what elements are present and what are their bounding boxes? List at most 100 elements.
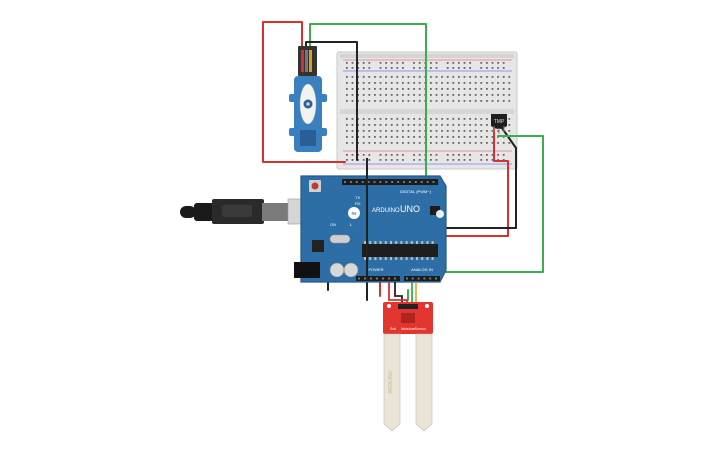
breadboard-hole[interactable] <box>435 88 438 90</box>
power-pin-hole[interactable] <box>358 277 360 280</box>
breadboard-hole[interactable] <box>374 82 376 84</box>
chip-pin[interactable] <box>405 257 408 260</box>
rail-hole[interactable] <box>486 159 488 161</box>
breadboard-hole[interactable] <box>402 88 404 90</box>
breadboard-hole[interactable] <box>402 76 404 78</box>
digital-pin-hole[interactable] <box>391 181 394 183</box>
breadboard-hole[interactable] <box>474 94 477 96</box>
breadboard-hole[interactable] <box>486 136 488 138</box>
breadboard-hole[interactable] <box>385 142 387 144</box>
rail-hole[interactable] <box>469 159 471 161</box>
rail-hole[interactable] <box>385 62 387 64</box>
breadboard-hole[interactable] <box>368 142 371 144</box>
breadboard-hole[interactable] <box>486 142 488 144</box>
breadboard-hole[interactable] <box>441 88 443 90</box>
breadboard-hole[interactable] <box>390 130 393 132</box>
breadboard-hole[interactable] <box>480 136 483 138</box>
rail-hole[interactable] <box>346 67 348 69</box>
breadboard-hole[interactable] <box>418 118 421 120</box>
breadboard-hole[interactable] <box>362 130 365 132</box>
chip-pin[interactable] <box>369 257 372 260</box>
breadboard-hole[interactable] <box>452 94 455 96</box>
breadboard-hole[interactable] <box>430 118 432 120</box>
rail-hole[interactable] <box>480 154 483 156</box>
breadboard-hole[interactable] <box>418 124 421 126</box>
breadboard-hole[interactable] <box>446 82 449 84</box>
breadboard-hole[interactable] <box>368 124 371 126</box>
rail-hole[interactable] <box>351 67 354 69</box>
breadboard-hole[interactable] <box>379 76 382 78</box>
rail-hole[interactable] <box>413 62 415 64</box>
rail-hole[interactable] <box>357 154 359 156</box>
breadboard-hole[interactable] <box>390 82 393 84</box>
chip-pin[interactable] <box>400 257 403 260</box>
breadboard-hole[interactable] <box>508 118 511 120</box>
rail-hole[interactable] <box>486 154 488 156</box>
breadboard-hole[interactable] <box>396 130 399 132</box>
rail-hole[interactable] <box>418 159 421 161</box>
breadboard-hole[interactable] <box>491 82 494 84</box>
breadboard-hole[interactable] <box>458 82 460 84</box>
breadboard-hole[interactable] <box>458 130 460 132</box>
rail-hole[interactable] <box>469 154 471 156</box>
breadboard-hole[interactable] <box>346 100 348 102</box>
breadboard-hole[interactable] <box>346 118 348 120</box>
breadboard-hole[interactable] <box>346 76 348 78</box>
breadboard-hole[interactable] <box>396 124 399 126</box>
rail-hole[interactable] <box>402 159 404 161</box>
rail-hole[interactable] <box>430 154 432 156</box>
breadboard-hole[interactable] <box>452 82 455 84</box>
rail-hole[interactable] <box>480 67 483 69</box>
breadboard-hole[interactable] <box>346 88 348 90</box>
rail-hole[interactable] <box>390 154 393 156</box>
chip-pin[interactable] <box>364 257 366 260</box>
breadboard-hole[interactable] <box>374 76 376 78</box>
rail-hole[interactable] <box>491 159 494 161</box>
wire-servo-signal-green[interactable] <box>309 23 427 187</box>
breadboard-hole[interactable] <box>357 88 359 90</box>
breadboard-hole[interactable] <box>502 88 505 90</box>
analog-pin-hole[interactable] <box>417 277 420 280</box>
digital-pin-hole[interactable] <box>426 181 429 183</box>
breadboard-hole[interactable] <box>368 100 371 102</box>
breadboard-hole[interactable] <box>430 88 432 90</box>
breadboard-hole[interactable] <box>491 136 494 138</box>
breadboard-hole[interactable] <box>351 82 354 84</box>
breadboard-hole[interactable] <box>368 118 371 120</box>
breadboard-hole[interactable] <box>430 82 432 84</box>
rail-hole[interactable] <box>446 62 449 64</box>
rail-hole[interactable] <box>435 62 438 64</box>
breadboard-hole[interactable] <box>441 76 443 78</box>
chip-pin[interactable] <box>410 241 413 244</box>
breadboard-hole[interactable] <box>357 142 359 144</box>
rail-hole[interactable] <box>413 67 415 69</box>
rail-hole[interactable] <box>362 62 365 64</box>
breadboard-hole[interactable] <box>469 136 471 138</box>
breadboard-hole[interactable] <box>379 124 382 126</box>
breadboard-hole[interactable] <box>402 118 404 120</box>
breadboard-hole[interactable] <box>480 94 483 96</box>
breadboard-hole[interactable] <box>418 76 421 78</box>
chip-pin[interactable] <box>431 257 434 260</box>
breadboard-hole[interactable] <box>362 142 365 144</box>
breadboard-hole[interactable] <box>374 118 376 120</box>
breadboard-hole[interactable] <box>463 82 466 84</box>
breadboard-hole[interactable] <box>407 142 410 144</box>
breadboard-hole[interactable] <box>413 100 415 102</box>
chip-pin[interactable] <box>374 257 377 260</box>
breadboard-hole[interactable] <box>486 82 488 84</box>
breadboard-hole[interactable] <box>413 118 415 120</box>
breadboard-hole[interactable] <box>357 82 359 84</box>
breadboard-hole[interactable] <box>469 130 471 132</box>
analog-header[interactable] <box>404 276 440 281</box>
breadboard-hole[interactable] <box>463 88 466 90</box>
power-pin-hole[interactable] <box>370 277 372 280</box>
breadboard-hole[interactable] <box>458 94 460 96</box>
breadboard-hole[interactable] <box>508 94 511 96</box>
breadboard-hole[interactable] <box>362 136 365 138</box>
breadboard-hole[interactable] <box>497 94 499 96</box>
rail-hole[interactable] <box>502 67 505 69</box>
breadboard-hole[interactable] <box>351 118 354 120</box>
rail-hole[interactable] <box>351 154 354 156</box>
breadboard-hole[interactable] <box>430 130 432 132</box>
